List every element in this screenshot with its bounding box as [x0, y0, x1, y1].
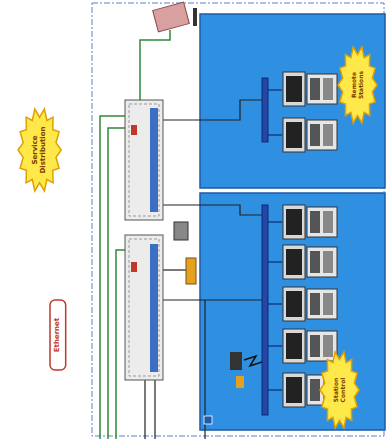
callout-text: Remote Stations: [351, 63, 364, 107]
network-label-box: Ethernet: [49, 299, 67, 371]
starburst-callout: Service Distribution: [17, 107, 62, 193]
callout-text: Service Distribution: [32, 126, 47, 174]
callout-text: Ethernet: [54, 305, 62, 365]
starburst-callout: Remote Stations: [337, 45, 378, 125]
starburst-callout: Station Control: [319, 350, 360, 430]
callout-text: Station Control: [333, 368, 346, 412]
